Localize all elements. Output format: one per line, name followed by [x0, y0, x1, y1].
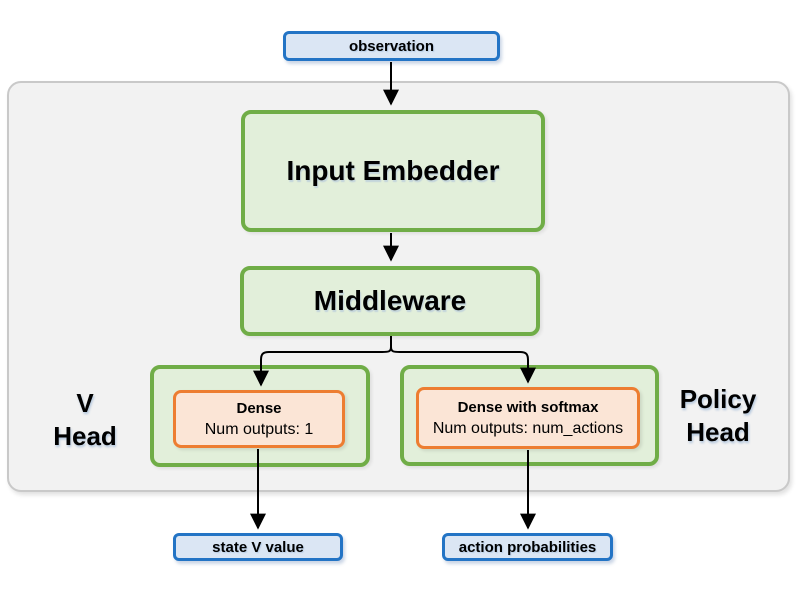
v-head-label: V Head [25, 387, 145, 453]
policy-head-label: Policy Head [658, 383, 778, 449]
node-observation: observation [283, 31, 500, 61]
policy-head-label-line2: Head [686, 417, 750, 447]
dense-v-title: Dense [236, 399, 282, 417]
policy-head-label-line1: Policy [679, 384, 757, 414]
node-dense-softmax: Dense with softmax Num outputs: num_acti… [416, 387, 640, 449]
node-input-embedder: Input Embedder [241, 110, 545, 232]
node-action-probabilities: action probabilities [442, 533, 613, 561]
v-head-label-line2: Head [53, 421, 117, 451]
v-head-label-line1: V [76, 388, 94, 418]
dense-softmax-title: Dense with softmax [457, 398, 599, 416]
node-middleware: Middleware [240, 266, 540, 336]
node-state-v-value: state V value [173, 533, 343, 561]
node-dense-v: Dense Num outputs: 1 [173, 390, 345, 448]
dense-softmax-num-outputs: Num outputs: num_actions [432, 419, 624, 437]
dense-v-num-outputs: Num outputs: 1 [204, 420, 314, 438]
